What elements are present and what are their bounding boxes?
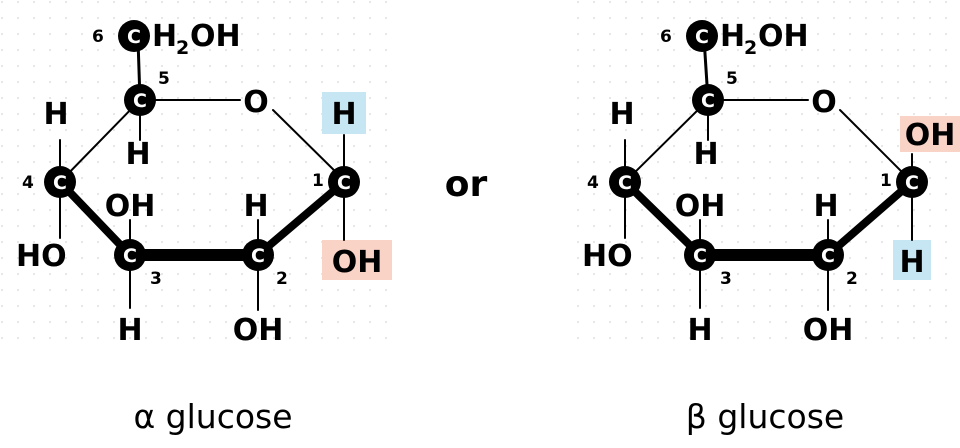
beta-c6-h: H bbox=[720, 19, 745, 54]
beta-c3-number: 3 bbox=[720, 269, 732, 289]
alpha-c5-letter: C bbox=[133, 90, 147, 112]
alpha-c5-number: 5 bbox=[158, 69, 170, 89]
alpha-c1-number: 1 bbox=[312, 171, 324, 191]
alpha-carbon-c3: C bbox=[114, 239, 146, 271]
alpha-c2-oh: OH bbox=[233, 313, 284, 348]
beta-c6-letter: C bbox=[695, 26, 709, 48]
alpha-c4-number: 4 bbox=[22, 173, 34, 193]
beta-c6-oh: OH bbox=[758, 19, 809, 54]
beta-c4-ho: HO bbox=[582, 239, 633, 274]
beta-carbon-c6: C bbox=[686, 20, 718, 52]
beta-c2-number: 2 bbox=[846, 269, 858, 289]
alpha-c6-oh: OH bbox=[190, 19, 241, 54]
alpha-carbon-c2: C bbox=[242, 239, 274, 271]
beta-c3-oh: OH bbox=[675, 189, 726, 224]
alpha-c6-h: H bbox=[152, 19, 177, 54]
alpha-carbon-c1: C bbox=[328, 166, 360, 198]
alpha-glucose-structure: C C C C C C 6 H 2 OH 5 O H H 4 HO bbox=[16, 19, 392, 348]
alpha-c3-h: H bbox=[117, 313, 142, 348]
alpha-c6-letter: C bbox=[127, 26, 141, 48]
beta-c6-subscript: 2 bbox=[744, 37, 757, 59]
beta-c3-letter: C bbox=[693, 245, 707, 267]
alpha-ring-oxygen: O bbox=[243, 85, 269, 120]
alpha-c6-number: 6 bbox=[92, 27, 104, 47]
beta-carbon-c1: C bbox=[896, 166, 928, 198]
alpha-c2-h: H bbox=[243, 189, 268, 224]
beta-carbon-c2: C bbox=[812, 239, 844, 271]
beta-c1-axial-h: H bbox=[899, 245, 924, 280]
alpha-carbon-c6: C bbox=[118, 20, 150, 52]
beta-c2-oh: OH bbox=[803, 313, 854, 348]
alpha-c4-ho: HO bbox=[16, 239, 67, 274]
beta-glucose-structure: C C C C C C 6 H 2 OH 5 O H H 4 HO bbox=[582, 19, 960, 348]
beta-c2-h: H bbox=[813, 189, 838, 224]
beta-c5-letter: C bbox=[701, 90, 715, 112]
beta-c1-number: 1 bbox=[880, 171, 892, 191]
alpha-c6-subscript: 2 bbox=[176, 37, 189, 59]
beta-c5-number: 5 bbox=[726, 69, 738, 89]
alpha-bonds bbox=[56, 38, 348, 311]
beta-c4-h: H bbox=[609, 97, 634, 132]
alpha-c1-axial-oh: OH bbox=[332, 245, 383, 280]
beta-c1-h-highlight bbox=[893, 240, 931, 280]
beta-c4-letter: C bbox=[618, 172, 632, 194]
alpha-c1-oh-highlight bbox=[322, 240, 392, 280]
alpha-carbon-c4: C bbox=[44, 166, 76, 198]
alpha-carbon-c5: C bbox=[124, 84, 156, 116]
alpha-c5-h: H bbox=[125, 137, 150, 172]
beta-c1-axial-oh: OH bbox=[905, 118, 956, 153]
alpha-glucose-caption: α glucose bbox=[133, 397, 292, 436]
alpha-c4-h: H bbox=[43, 97, 68, 132]
beta-carbon-c3: C bbox=[684, 239, 716, 271]
alpha-c1-h-highlight bbox=[322, 92, 366, 134]
beta-glucose-caption: β glucose bbox=[686, 397, 844, 436]
or-connector: or bbox=[445, 164, 488, 205]
beta-c1-letter: C bbox=[905, 172, 919, 194]
alpha-c1-axial-h: H bbox=[331, 97, 356, 132]
beta-ring-oxygen: O bbox=[811, 85, 837, 120]
alpha-c2-number: 2 bbox=[276, 269, 288, 289]
alpha-c2-letter: C bbox=[251, 245, 265, 267]
beta-c5-h: H bbox=[693, 137, 718, 172]
beta-c4-number: 4 bbox=[587, 173, 599, 193]
alpha-c1-letter: C bbox=[337, 172, 351, 194]
beta-c3-h: H bbox=[687, 313, 712, 348]
beta-c1-oh-highlight bbox=[900, 116, 960, 152]
beta-carbon-c5: C bbox=[692, 84, 724, 116]
alpha-c3-number: 3 bbox=[150, 269, 162, 289]
beta-carbon-c4: C bbox=[609, 166, 641, 198]
alpha-c4-letter: C bbox=[53, 172, 67, 194]
alpha-c3-oh: OH bbox=[105, 189, 156, 224]
beta-c6-number: 6 bbox=[660, 27, 672, 47]
alpha-c3-letter: C bbox=[123, 245, 137, 267]
beta-c2-letter: C bbox=[821, 245, 835, 267]
